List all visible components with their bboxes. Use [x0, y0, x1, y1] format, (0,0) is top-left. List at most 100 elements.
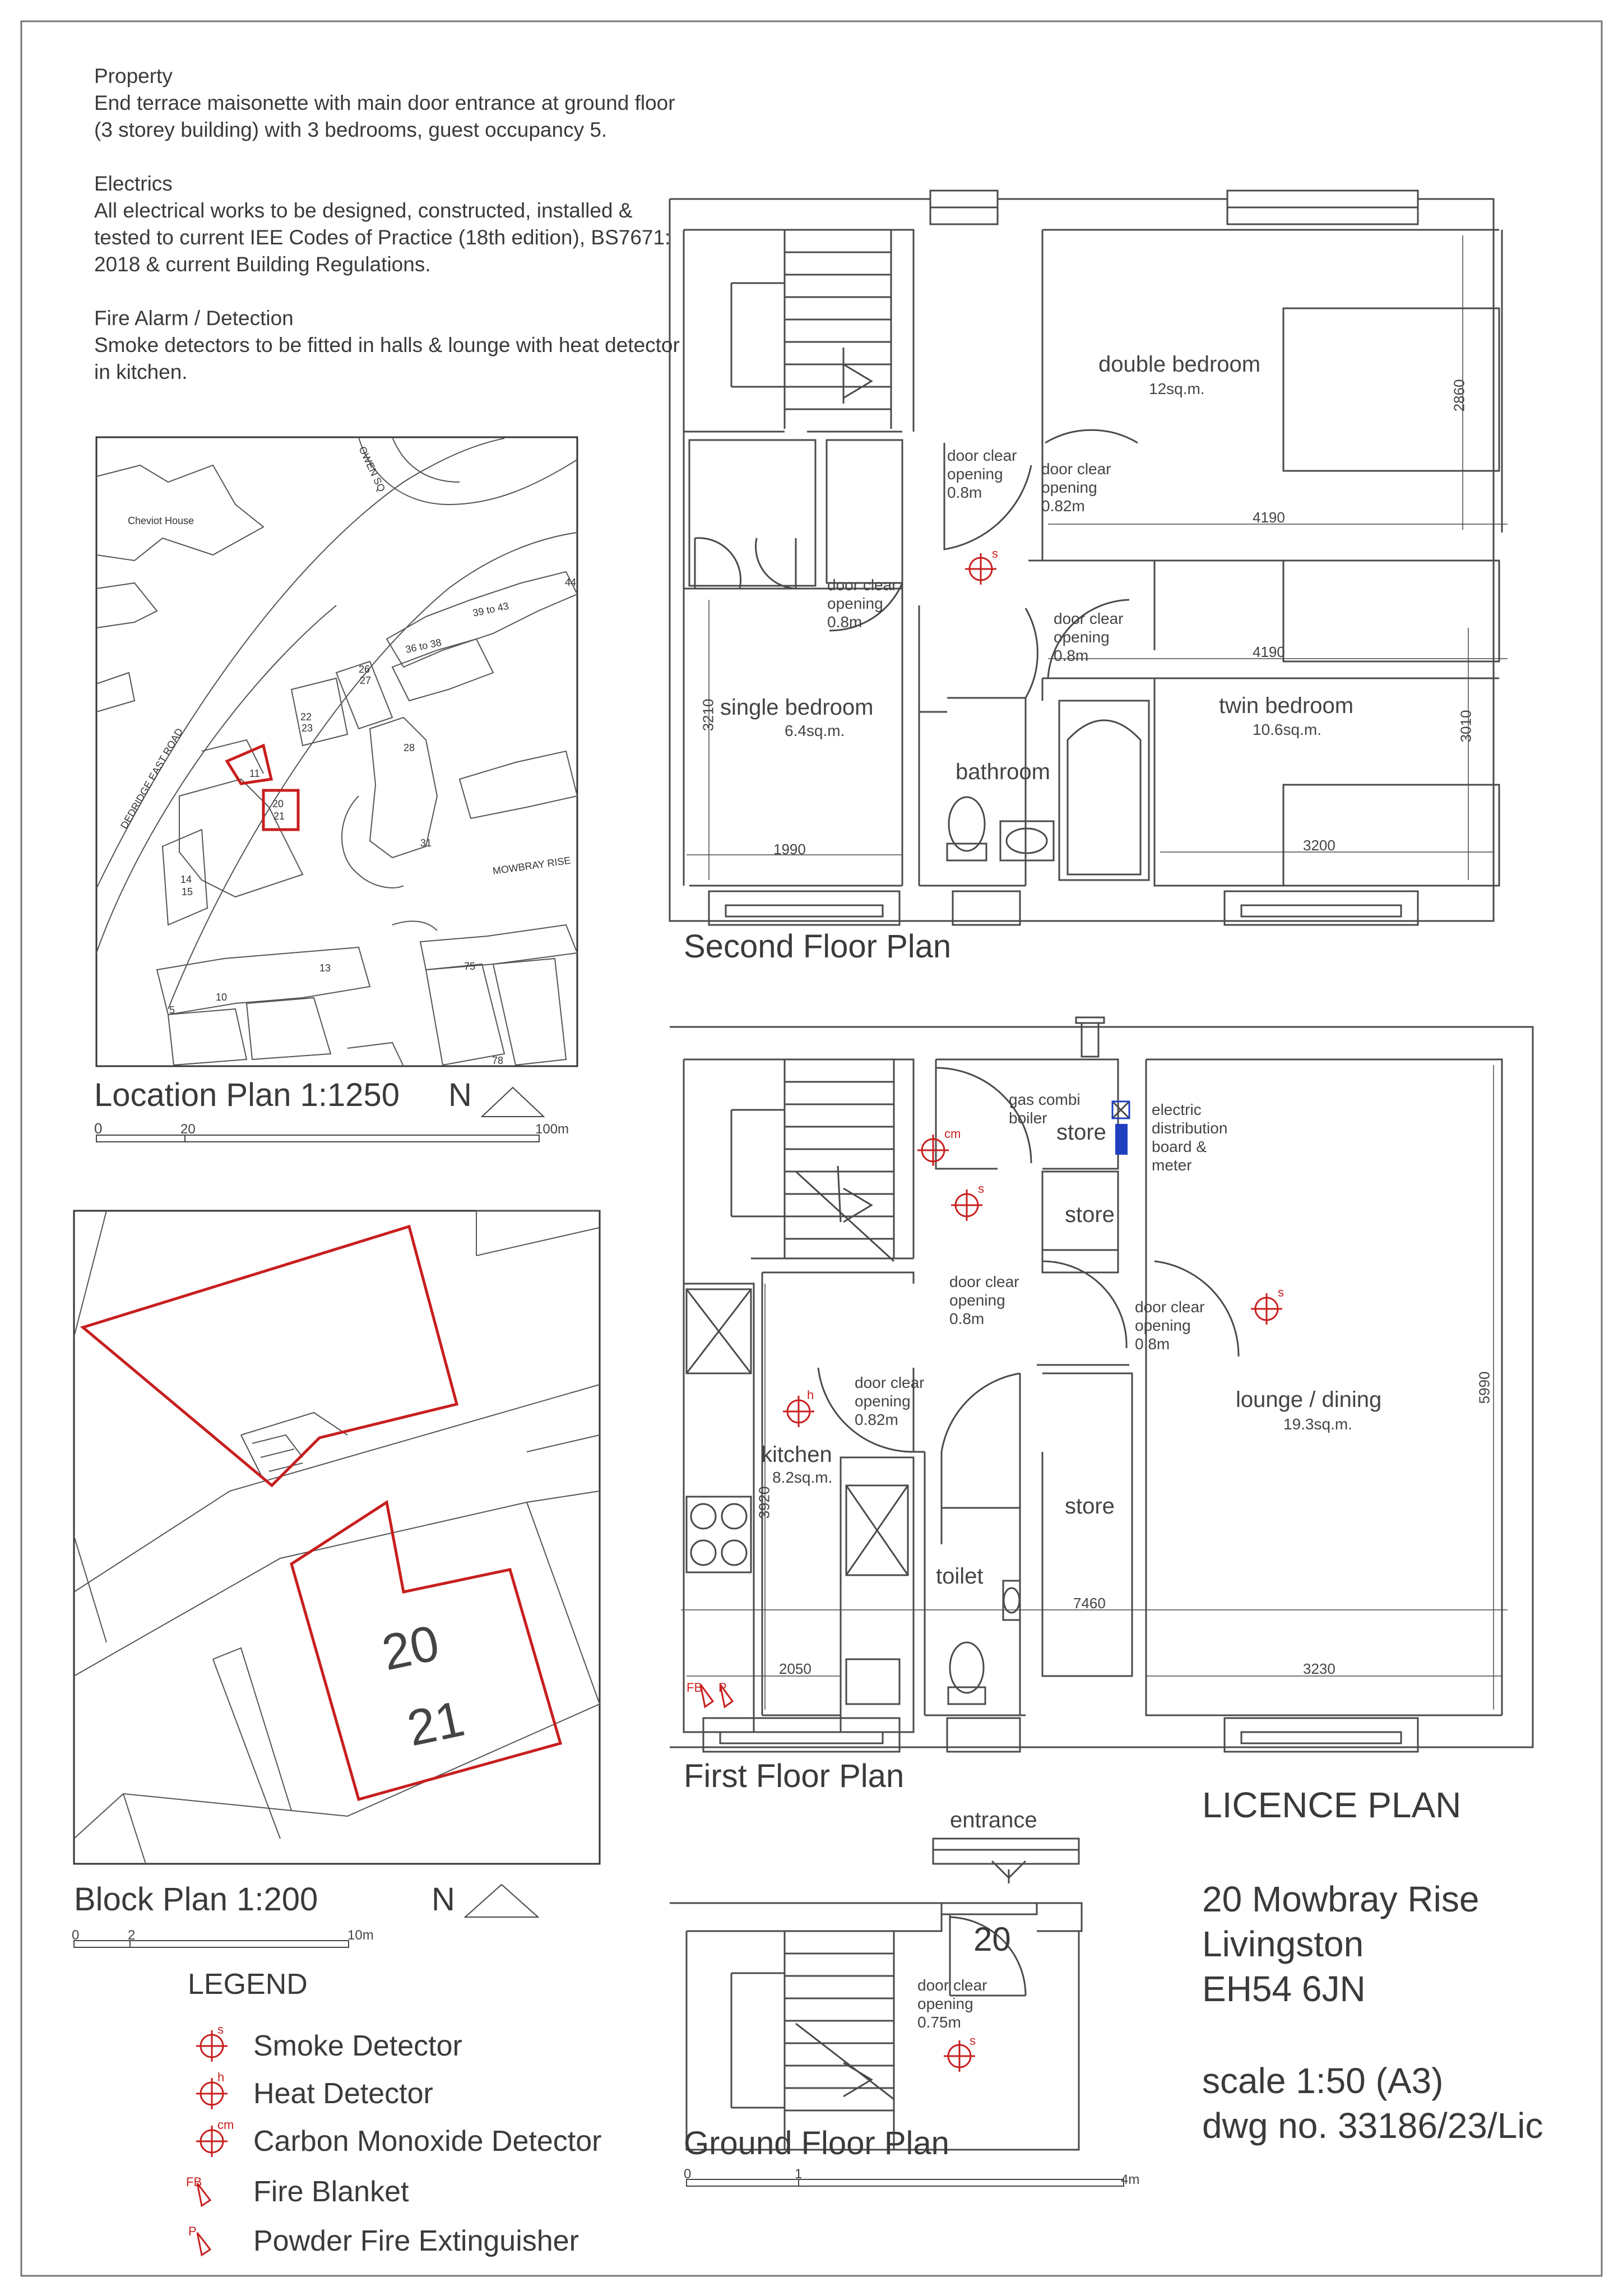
map-label-cheviot: Cheviot House: [128, 515, 194, 526]
single-bedroom-label: single bedroom: [720, 695, 874, 720]
dim-2050: 2050: [779, 1660, 812, 1677]
legend-heat-label: Heat Detector: [253, 2077, 433, 2110]
map-label-13: 13: [319, 962, 331, 974]
door-note-line: opening: [1054, 628, 1110, 646]
fire-text: Smoke detectors to be fitted in halls & …: [94, 334, 680, 383]
legend-co-label: Carbon Monoxide Detector: [253, 2125, 602, 2158]
address-line-3: EH54 6JN: [1202, 1969, 1366, 2009]
door-note-line: opening: [947, 465, 1003, 483]
twin-bedroom-label: twin bedroom: [1219, 693, 1354, 718]
electrics-text: All electrical works to be designed, con…: [94, 199, 671, 276]
map-label-39: 39 to 43: [472, 600, 510, 619]
store-2-label: store: [1065, 1202, 1115, 1227]
dim-3210: 3210: [699, 698, 717, 732]
legend-extinguisher-icon: [196, 2232, 212, 2257]
door-note-line: door clear: [917, 1976, 987, 1994]
map-label-21: 21: [273, 811, 285, 822]
door-note-line: opening: [1135, 1317, 1191, 1334]
map-label-28: 28: [404, 742, 415, 753]
map-label-dedridge: DEDRIDGE EAST ROAD: [118, 726, 185, 831]
map-label-15: 15: [182, 886, 193, 897]
electrics-heading: Electrics: [94, 172, 173, 195]
lounge-area: 19.3sq.m.: [1283, 1415, 1352, 1433]
block-scale-2: 2: [128, 1928, 135, 1943]
legend-blanket-label: Fire Blanket: [253, 2175, 409, 2208]
door-note-line: 0.8m: [1135, 1335, 1170, 1353]
door-note-line: door clear: [947, 447, 1017, 464]
map-label-31: 31: [420, 837, 432, 849]
co-detector-icon: [917, 1135, 949, 1166]
door-note-line: door clear: [1041, 460, 1111, 478]
door-note-line: 0.82m: [1041, 497, 1085, 515]
double-bedroom-label: double bedroom: [1098, 352, 1261, 377]
property-text: End terrace maisonette with main door en…: [94, 91, 675, 141]
door-note-line: 0.8m: [827, 613, 862, 631]
legend-tag-s: s: [217, 2022, 224, 2036]
block-scale-10: 10m: [347, 1928, 374, 1943]
kitchen-label: kitchen: [761, 1442, 832, 1467]
location-north-arrow-icon: [480, 1086, 545, 1117]
map-label-10: 10: [216, 992, 227, 1003]
dim-4190-b: 4190: [1253, 644, 1285, 660]
second-floor-detector-tag: s: [992, 547, 998, 561]
co-tag: cm: [944, 1127, 961, 1141]
location-plan-title: Location Plan 1:1250: [94, 1077, 400, 1113]
plan-scale-bar: [686, 2179, 1124, 2187]
fire-blanket-icon: [699, 1684, 715, 1709]
block-plan-title: Block Plan 1:200: [74, 1881, 318, 1918]
map-label-27: 27: [360, 675, 371, 686]
kitchen-heat-detector-icon: [783, 1396, 814, 1427]
door-note-line: opening: [949, 1292, 1005, 1309]
map-label-5: 5: [169, 1004, 175, 1016]
map-label-22: 22: [300, 711, 312, 723]
legend-tag-fb: FB: [186, 2175, 202, 2189]
map-label-78: 78: [492, 1055, 503, 1066]
ground-floor-plan-drawing: [670, 1837, 1083, 2151]
address-line-1: 20 Mowbray Rise: [1202, 1879, 1480, 1919]
map-label-owen: OWEN SQ: [356, 445, 387, 493]
dim-3200: 3200: [1303, 837, 1336, 854]
door-note-line: opening: [827, 595, 883, 612]
bathroom-label: bathroom: [956, 760, 1050, 784]
address-line-2: Livingston: [1202, 1924, 1364, 1964]
block-north-arrow-icon: [463, 1883, 540, 1918]
location-plan-site-outline: [225, 743, 300, 831]
store-1-label: store: [1056, 1120, 1106, 1145]
map-label-75: 75: [464, 961, 475, 972]
door-note-line: 0.8m: [1054, 647, 1089, 664]
map-label-14: 14: [180, 874, 192, 885]
legend-tag-p: P: [188, 2224, 197, 2238]
legend-co-detector-icon: [196, 2126, 228, 2157]
licence-plan-title: LICENCE PLAN: [1202, 1785, 1462, 1825]
dim-5990: 5990: [1476, 1371, 1493, 1404]
block-scale-bar: [73, 1940, 349, 1948]
door-note-line: 0.8m: [949, 1310, 985, 1327]
single-bedroom-area: 6.4sq.m.: [785, 722, 845, 739]
door-note-line: 0.82m: [855, 1411, 898, 1428]
block-plot-21: 21: [402, 1691, 469, 1757]
legend-fire-blanket-icon: [196, 2183, 212, 2207]
store-3-label: store: [1065, 1494, 1115, 1519]
entrance-label: entrance: [950, 1808, 1037, 1832]
legend-smoke-detector-icon: [196, 2030, 228, 2062]
plan-scale-1: 1: [795, 2167, 802, 2182]
door-note-line: door clear: [949, 1273, 1019, 1290]
gas-boiler-line: gas combi: [1009, 1091, 1081, 1108]
door-note-line: door clear: [1135, 1298, 1205, 1316]
door-note-line: opening: [1041, 479, 1097, 496]
dim-2860: 2860: [1450, 379, 1468, 412]
twin-bedroom-area: 10.6sq.m.: [1253, 721, 1321, 738]
sheet-border: [20, 20, 1603, 2277]
hall-smoke-tag: s: [978, 1182, 984, 1196]
first-floor-plan-drawing: [670, 1016, 1534, 1753]
kitchen-area: 8.2sq.m.: [772, 1469, 833, 1486]
door-note-line: 0.8m: [947, 484, 982, 501]
door-note-line: door clear: [1054, 610, 1124, 627]
second-floor-smoke-detector-icon: [965, 553, 996, 585]
